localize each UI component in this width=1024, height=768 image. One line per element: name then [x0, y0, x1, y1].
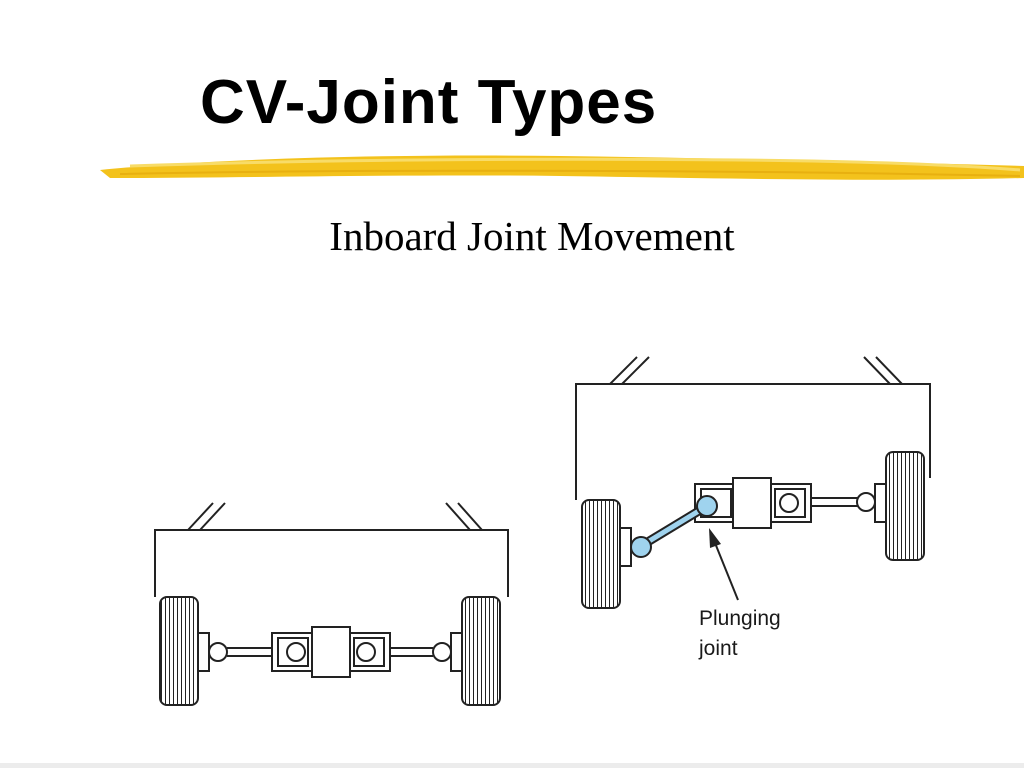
left-strut-left-2 — [199, 502, 226, 531]
left-vehicle-diagram — [154, 502, 509, 706]
slide-subtitle: Inboard Joint Movement — [329, 213, 735, 259]
left-vehicle-right-wheel — [461, 596, 501, 706]
right-vehicle-left-hub — [619, 527, 632, 567]
left-vehicle-right-inner-joint — [356, 642, 376, 662]
slide-bottom-rule — [0, 763, 1024, 768]
left-vehicle-left-hub — [197, 632, 210, 672]
left-strut-left-1 — [187, 502, 214, 531]
right-vehicle-left-wheel-dropped — [581, 499, 621, 609]
right-vehicle-right-inner-joint — [779, 493, 799, 513]
callout-arrow — [712, 537, 739, 601]
right-vehicle-right-outer-joint — [856, 492, 876, 512]
title-underline-brush — [100, 155, 1024, 180]
left-vehicle-left-wheel — [159, 596, 199, 706]
left-vehicle-left-inner-joint — [286, 642, 306, 662]
left-vehicle-left-outer-joint — [208, 642, 228, 662]
right-vehicle-right-wheel — [885, 451, 925, 561]
right-vehicle-differential — [732, 477, 772, 529]
left-vehicle-differential — [311, 626, 351, 678]
left-vehicle-body — [154, 529, 509, 597]
right-vehicle-right-hub — [874, 483, 887, 523]
left-vehicle-right-hub — [450, 632, 463, 672]
left-strut-right-2 — [457, 502, 483, 531]
right-vehicle-body — [575, 383, 931, 500]
left-strut-right-1 — [445, 502, 471, 531]
slide-title: CV-Joint Types — [200, 68, 658, 137]
right-vehicle-diagram — [575, 356, 931, 609]
plunging-joint-callout: Plunging joint — [699, 604, 781, 664]
plunging-joint — [696, 495, 718, 517]
left-vehicle-right-outer-joint — [432, 642, 452, 662]
right-vehicle-left-outer-joint — [630, 536, 652, 558]
callout-line-1: Plunging — [699, 607, 781, 630]
callout-line-2: joint — [699, 637, 738, 660]
